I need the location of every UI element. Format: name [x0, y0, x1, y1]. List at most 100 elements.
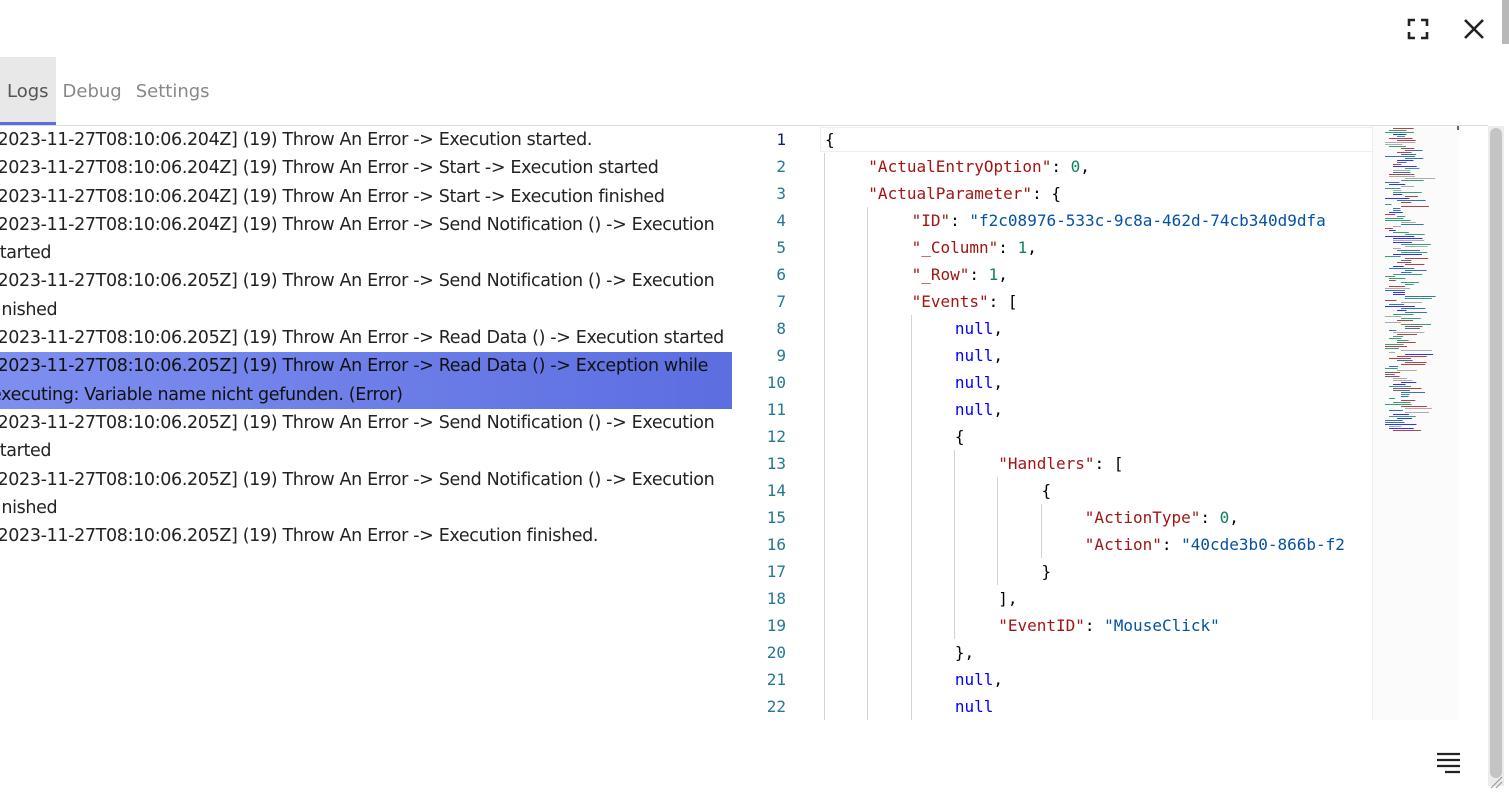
indent-guide	[824, 612, 825, 639]
code-line[interactable]: 2"ActualEntryOption": 0,	[748, 153, 1373, 180]
indent-guide	[867, 342, 869, 369]
log-entry[interactable]: [2023-11-27T08:10:06.204Z] (19) Throw An…	[0, 130, 593, 150]
log-entry[interactable]: [2023-11-27T08:10:06.204Z] (19) Throw An…	[0, 158, 659, 179]
code-token: :	[998, 238, 1018, 257]
word-wrap-button[interactable]	[1433, 748, 1463, 774]
code-line[interactable]: 14{	[748, 477, 1373, 504]
scrollbar-thumb[interactable]	[1490, 128, 1502, 778]
line-number: 15	[766, 508, 786, 527]
indent-guide	[824, 639, 825, 666]
log-entry[interactable]: [2023-11-27T08:10:06.204Z] (19) Throw An…	[0, 186, 665, 207]
fullscreen-button[interactable]	[1403, 14, 1433, 44]
code-line[interactable]: 6"_Row": 1,	[748, 261, 1373, 288]
minimap-line	[1385, 424, 1417, 425]
code-token: null	[954, 670, 994, 689]
resize-handle[interactable]	[1489, 775, 1503, 789]
log-entry[interactable]: [2023-11-27T08:10:06.204Z] (19) Throw An…	[0, 214, 715, 264]
minimap-line	[1401, 272, 1412, 273]
minimap-line	[1393, 294, 1405, 295]
log-entry[interactable]: [2023-11-27T08:10:06.205Z] (19) Throw An…	[0, 526, 599, 547]
code-text: "ActualParameter": {	[868, 180, 1061, 207]
code-line[interactable]: 7"Events": [	[748, 288, 1373, 315]
code-text: null,	[955, 342, 1003, 369]
tab-debug[interactable]: Debug	[62, 80, 122, 102]
minimap-line	[1405, 354, 1434, 355]
code-line[interactable]: 4"ID": "f2c08976-533c-9c8a-462d-74cb340d…	[748, 207, 1373, 234]
indent-guide	[910, 504, 912, 531]
log-entry[interactable]: [2023-11-27T08:10:06.205Z] (19) Throw An…	[0, 328, 724, 349]
code-line[interactable]: 19"EventID": "MouseClick"	[748, 612, 1373, 639]
json-editor[interactable]: 1{2"ActualEntryOption": 0,3"ActualParame…	[748, 126, 1458, 720]
minimap-line	[1393, 384, 1406, 385]
minimap-line	[1385, 290, 1405, 291]
code-text: {	[955, 423, 965, 450]
code-line[interactable]: 20},	[748, 639, 1373, 666]
log-entry[interactable]: [2023-11-27T08:10:06.205Z] (19) Throw An…	[0, 412, 715, 462]
minimap-line	[1385, 228, 1393, 229]
window-edge-scrollbar[interactable]	[1502, 0, 1509, 44]
minimap-line	[1393, 254, 1422, 255]
indent-guide	[824, 180, 825, 207]
line-number: 10	[766, 373, 786, 392]
minimap-line	[1393, 238, 1423, 239]
code-token: "_Column"	[911, 238, 999, 257]
minimap-line	[1385, 256, 1401, 257]
line-number: 21	[766, 670, 786, 689]
indent-guide	[824, 531, 825, 558]
code-token: "EventID"	[998, 616, 1085, 635]
minimap-line	[1401, 222, 1416, 223]
code-line[interactable]: 3"ActualParameter": {	[748, 180, 1373, 207]
minimap-line	[1393, 208, 1401, 209]
tab-logs[interactable]: Logs	[0, 57, 56, 125]
code-line[interactable]: 1{	[748, 126, 1373, 153]
code-line[interactable]: 5"_Column": 1,	[748, 234, 1373, 261]
line-number: 17	[766, 562, 786, 581]
minimap-line	[1389, 230, 1396, 231]
code-line[interactable]: 15"ActionType": 0,	[748, 504, 1373, 531]
indent-guide	[867, 639, 869, 666]
minimap-line	[1397, 310, 1407, 311]
line-number: 5	[776, 238, 786, 257]
log-entry[interactable]: [2023-11-27T08:10:06.205Z] (19) Throw An…	[0, 271, 715, 320]
minimap-line	[1393, 190, 1402, 191]
code-line[interactable]: 12{	[748, 423, 1373, 450]
indent-guide	[953, 477, 955, 504]
minimap-line	[1385, 368, 1398, 369]
editor-minimap[interactable]	[1372, 126, 1459, 720]
tab-settings[interactable]: Settings	[135, 80, 210, 102]
tab-bar: Logs Debug Settings	[0, 57, 217, 125]
close-button[interactable]	[1459, 14, 1489, 44]
code-text: {	[825, 126, 835, 153]
code-line[interactable]: 13"Handlers": [	[748, 450, 1373, 477]
minimap-line	[1397, 360, 1413, 361]
minimap-line	[1389, 138, 1413, 139]
minimap-line	[1401, 148, 1415, 149]
minimap-line	[1397, 216, 1406, 217]
minimap-line	[1397, 342, 1416, 343]
line-number: 22	[766, 697, 786, 716]
code-line[interactable]: 17}	[748, 558, 1373, 585]
code-token: 1	[988, 265, 999, 284]
code-token: ,	[1229, 508, 1239, 527]
minimap-line	[1401, 302, 1423, 303]
indent-guide	[824, 558, 825, 585]
minimap-line	[1385, 422, 1405, 423]
minimap-line	[1401, 244, 1431, 245]
minimap-line	[1393, 164, 1402, 165]
log-entry[interactable]: [2023-11-27T08:10:06.205Z] (19) Throw An…	[0, 469, 715, 518]
line-number: 2	[776, 157, 786, 176]
minimap-line	[1397, 162, 1407, 163]
indent-guide	[867, 693, 869, 720]
code-token: ],	[998, 589, 1018, 608]
indent-guide	[824, 477, 825, 504]
code-line[interactable]: 18],	[748, 585, 1373, 612]
log-entry-selected[interactable]: [2023-11-27T08:10:06.205Z] (19) Throw An…	[0, 352, 732, 409]
indent-guide	[824, 207, 825, 234]
code-line[interactable]: 16"Action": "40cde3b0-866b-f2	[748, 531, 1373, 558]
